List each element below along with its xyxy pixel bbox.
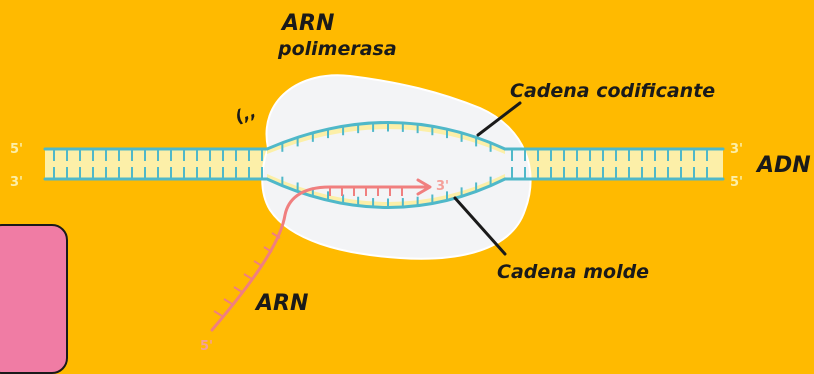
rna-3-prime-end: 3' [436, 179, 449, 194]
polymerase-label-line1: ARN [280, 11, 334, 36]
rna-label: ARN [254, 291, 308, 316]
motion-marks: (,, [232, 102, 258, 128]
rna-tick [234, 287, 242, 292]
dna-bottom-right-end: 5' [730, 175, 743, 190]
dna-top-right-end: 3' [730, 142, 743, 157]
template-strand-label: Cadena molde [497, 261, 649, 283]
dna-top-left-end: 5' [10, 142, 23, 157]
dna-bottom-left-end: 3' [10, 175, 23, 190]
transcription-diagram: ARN polimerasa Cadena codificante Cadena… [0, 0, 814, 359]
rna-5-prime-end: 5' [200, 339, 213, 354]
rna-tick [214, 311, 222, 316]
rna-tick [224, 299, 232, 304]
pink-text-box: . [0, 224, 68, 374]
coding-strand-label: Cadena codificante [510, 80, 715, 102]
rna-tick [254, 261, 262, 266]
polymerase-label-line2: polimerasa [277, 38, 397, 60]
dna-left-segment [45, 149, 267, 179]
dna-label: ADN [755, 153, 811, 178]
rna-tick [244, 274, 252, 279]
rna-polymerase [262, 75, 530, 258]
